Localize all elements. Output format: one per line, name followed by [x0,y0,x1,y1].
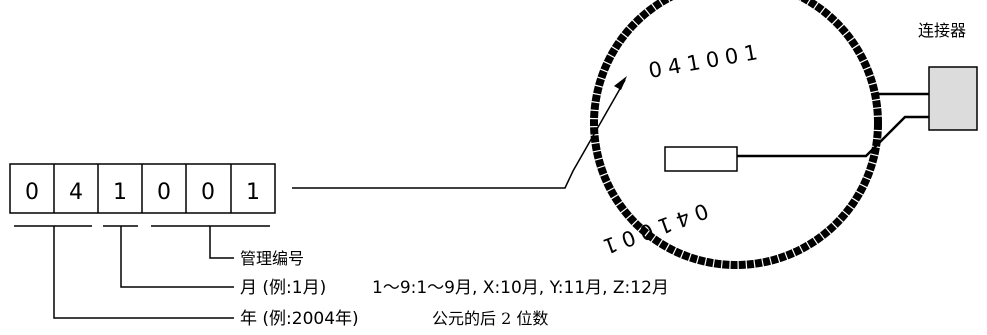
legend: 管理编号 月 (例:1月) 1～9:1～9月, X:10月, Y:11月, Z:… [240,249,669,329]
inner-terminal [664,146,738,172]
legend-year-detail: 公元的后 2 位数 [432,309,548,328]
connector-ring [590,0,882,269]
month-leader [120,226,234,288]
connector-block [928,66,978,131]
legend-management: 管理编号 [240,249,304,268]
legend-year: 年 (例:2004年) [240,309,359,329]
digit-5: 0 [201,180,215,205]
ring-code-bottom: 041001 [594,198,711,260]
pointer-arrowhead [614,76,627,90]
digit-6: 1 [246,180,260,205]
digit-2: 4 [69,180,83,205]
digit-1: 0 [25,180,39,205]
year-leader [53,226,234,319]
cable [737,92,929,158]
legend-month-detail: 1～9:1～9月, X:10月, Y:11月, Z:12月 [372,278,669,298]
management-leader [209,226,234,259]
code-box: 0 4 1 0 0 1 [9,163,276,214]
legend-month: 月 (例:1月) [240,278,326,298]
digit-4: 0 [157,180,171,205]
code-pointer-line [292,79,626,189]
digit-3: 1 [113,180,127,205]
ring-code-top: 041001 [647,39,766,83]
connector-label: 连接器 [918,21,966,40]
leader-lines [53,226,234,319]
